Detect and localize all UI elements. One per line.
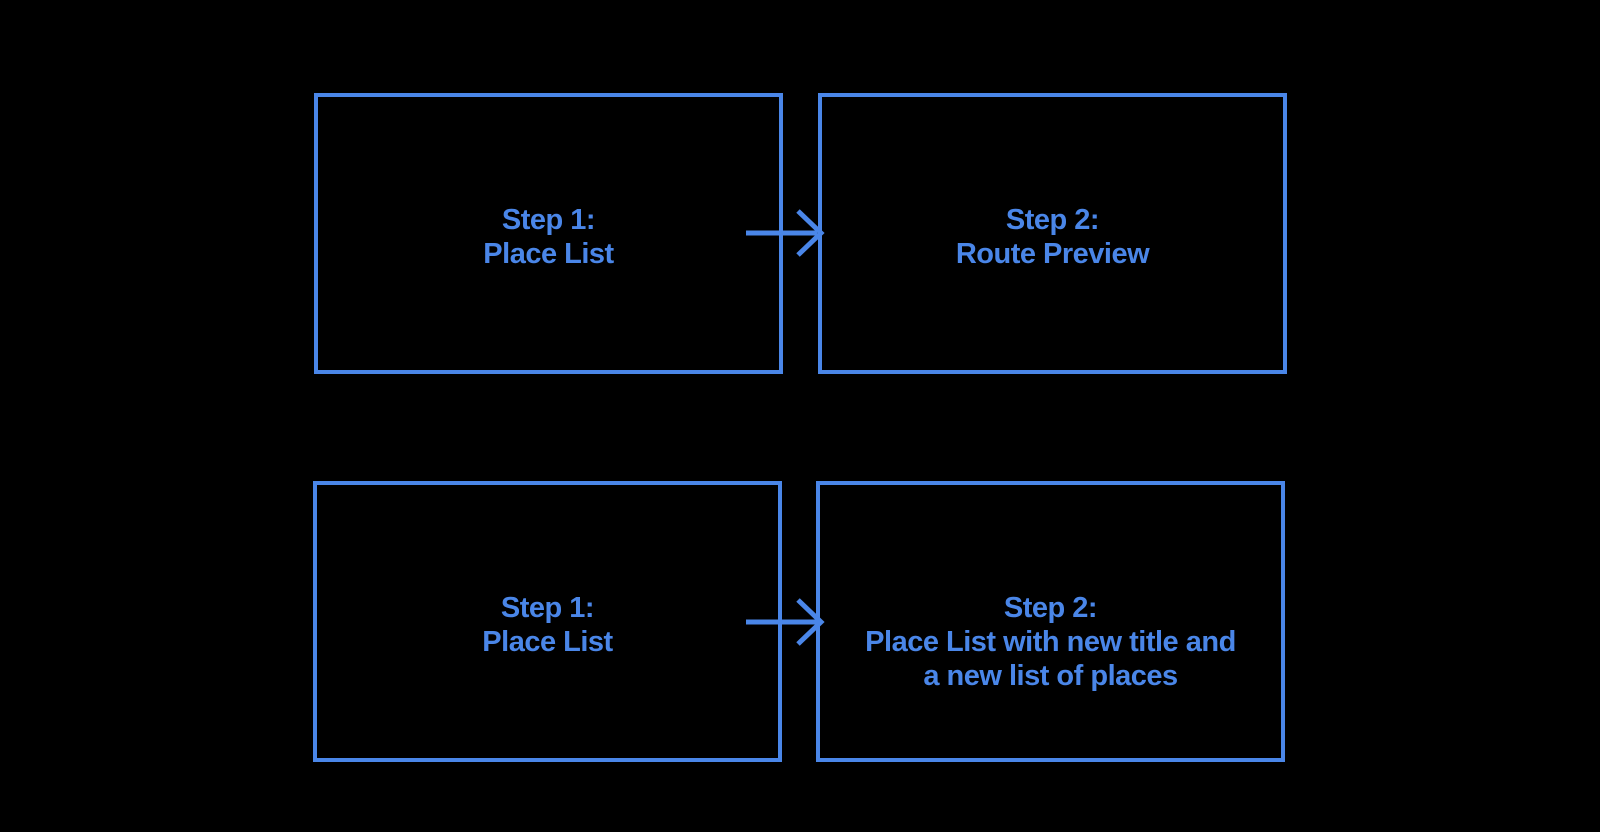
flow-box-label: Step 1: Place List [483, 204, 614, 270]
flow-box-label: Step 2: Place List with new title and a … [865, 592, 1236, 692]
flow-box-row2-step2: Step 2: Place List with new title and a … [816, 481, 1285, 762]
flow-box-label: Step 1: Place List [482, 592, 613, 658]
flow-box-row1-step1: Step 1: Place List [314, 93, 783, 374]
flow-box-row1-step2: Step 2: Route Preview [818, 93, 1287, 374]
flow-box-label: Step 2: Route Preview [955, 204, 1150, 270]
flow-box-row2-step1: Step 1: Place List [313, 481, 782, 762]
